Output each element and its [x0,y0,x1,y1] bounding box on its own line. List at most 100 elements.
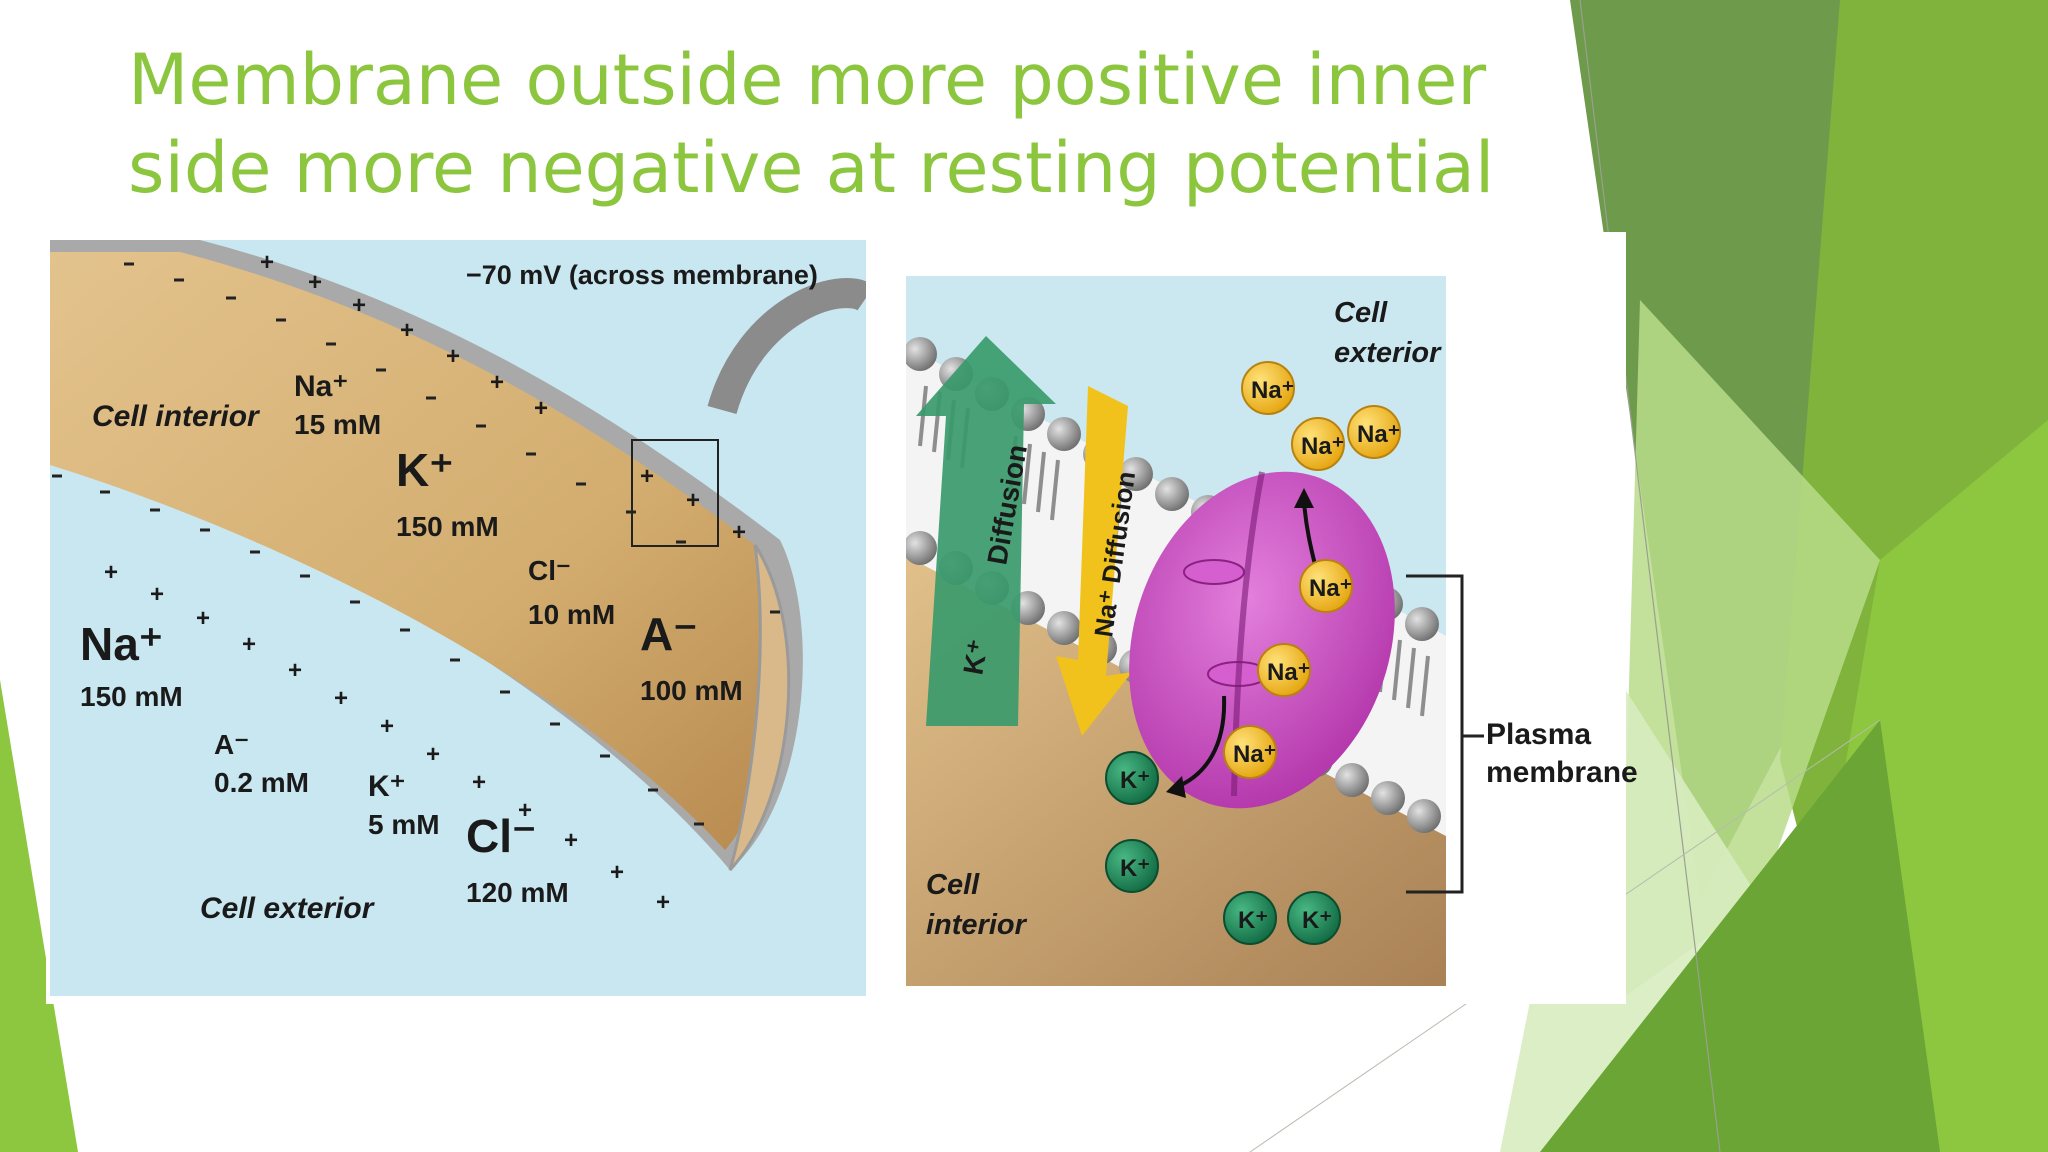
ion-concentration: 120 mM [466,877,569,908]
k-ion-inside-3: K⁺ [1223,891,1277,945]
k-ion-label: K⁺ [1302,907,1332,934]
right-panel-membrane-closeup: Diffusion K⁺ Na⁺ Diffusion Na⁺ Na⁺ Na⁺ N… [906,276,1446,986]
na-ion-bound-2: Na⁺ [1257,643,1311,697]
inside-ion-na: Na⁺ 15 mM [294,370,381,440]
cell-interior-label: Cell interior [92,400,261,433]
ion-concentration: 15 mM [294,409,381,440]
svg-text:+: + [288,657,302,684]
k-ion-label: K⁺ [1238,907,1268,934]
inside-ion-a: A⁻ 100 mM [640,608,743,706]
k-ion-label: K⁺ [1120,767,1150,794]
plasma-membrane-callout [1406,574,1484,894]
na-ion-label: Na⁺ [1251,377,1294,404]
magnification-box [631,439,719,547]
left-green-wedge [0,680,78,1152]
ion-symbol: A⁻ [214,729,249,760]
svg-text:+: + [334,685,348,712]
ion-symbol: A⁻ [640,608,698,660]
cytoplasm [50,252,776,850]
na-ion-outside-3: Na⁺ [1347,405,1401,459]
na-ion-label: Na⁺ [1267,659,1310,686]
svg-text:+: + [732,519,746,546]
svg-text:+: + [380,713,394,740]
na-ion-bound-1: Na⁺ [1299,559,1353,613]
membrane-cut-face [728,544,791,872]
svg-text:+: + [472,769,486,796]
na-diffusion-arrow [1056,386,1132,736]
svg-text:+: + [400,317,414,344]
plasma-membrane-label: Plasma membrane [1486,716,1638,792]
ion-symbol: Cl⁻ [528,555,571,586]
svg-text:+: + [104,559,118,586]
cell-exterior-label-line-1: Cell [1334,297,1388,329]
magnify-arrow [707,278,866,415]
bottom-green-facet [1540,720,1940,1152]
na-ion-bound-3: Na⁺ [1223,725,1277,779]
svg-text:+: + [426,741,440,768]
ion-symbol: Cl⁻ [466,810,536,862]
svg-text:+: + [610,859,624,886]
k-diffusion-ion: K⁺ [957,637,994,677]
na-ion-label: Na⁺ [1233,741,1276,768]
svg-text:+: + [534,395,548,422]
na-out-arrowhead [1294,488,1314,508]
outside-ion-na: Na⁺ 150 mM [80,618,183,712]
negative-charges-inside [52,262,780,826]
svg-text:+: + [150,581,164,608]
outside-ion-cl: Cl⁻ 120 mM [466,810,569,908]
slide-title: Membrane outside more positive inner sid… [128,36,1548,212]
svg-text:+: + [308,269,322,296]
cell-interior-label-line-1: Cell [926,869,980,901]
ion-symbol: Na⁺ [80,618,163,670]
inside-ion-k: K⁺ 150 mM [396,444,499,542]
na-ion-label: Na⁺ [1309,575,1352,602]
ion-symbol: K⁺ [396,444,454,496]
k-ion-label: K⁺ [1120,855,1150,882]
ion-concentration: 150 mM [396,511,499,542]
positive-charges-outside: + + + + + + + + + + + + + + + + + + + + + + + [104,249,746,916]
ion-concentration: 150 mM [80,681,183,712]
na-ion-outside-1: Na⁺ [1241,361,1295,415]
inside-ion-cl: Cl⁻ 10 mM [528,555,615,630]
k-diffusion-arrow [916,336,1056,726]
cell-exterior-label: Cell exterior [200,892,376,925]
k-ion-inside-1: K⁺ [1105,751,1159,805]
facet-line-1 [1579,0,1721,1152]
left-panel-membrane-diagram: + + + + + + + + + + + + + + + + + + + + + + + −70 mV (a… [50,240,866,996]
na-ion-outside-2: Na⁺ [1291,417,1345,471]
svg-text:+: + [490,369,504,396]
k-in-arrow [1173,695,1227,790]
svg-text:+: + [686,487,700,514]
cell-interior-label-line-2: interior [926,909,1028,941]
svg-text:+: + [564,827,578,854]
ion-symbol: Na⁺ [294,370,348,403]
na-ion-label: Na⁺ [1301,433,1344,460]
svg-text:+: + [242,631,256,658]
ion-concentration: 5 mM [368,809,440,840]
plasma-membrane-bracket [1406,574,1464,894]
svg-text:+: + [446,343,460,370]
outside-ion-k: K⁺ 5 mM [368,770,440,840]
k-ion-inside-4: K⁺ [1287,891,1341,945]
slide-title-line-1: Membrane outside more positive inner [128,39,1487,121]
svg-text:+: + [518,797,532,824]
ion-concentration: 0.2 mM [214,767,309,798]
cell-exterior-label-line-2: exterior [1334,337,1442,369]
outside-ion-a: A⁻ 0.2 mM [214,729,309,798]
svg-text:+: + [640,463,654,490]
slide-title-line-2: side more negative at resting potential [128,127,1495,209]
ion-concentration: 10 mM [528,599,615,630]
k-in-arrowhead [1166,776,1186,798]
plasma-membrane-label-line-1: Plasma [1486,718,1592,751]
svg-text:+: + [196,605,210,632]
svg-text:+: + [352,292,366,319]
ion-concentration: 100 mM [640,675,743,706]
svg-text:+: + [656,889,670,916]
pump-binding-site-1 [1183,559,1245,585]
na-ion-label: Na⁺ [1357,421,1400,448]
voltage-label: −70 mV (across membrane) [466,260,818,290]
sodium-potassium-pump [1129,471,1395,809]
svg-text:+: + [260,249,274,276]
plasma-membrane-label-line-2: membrane [1486,756,1638,789]
